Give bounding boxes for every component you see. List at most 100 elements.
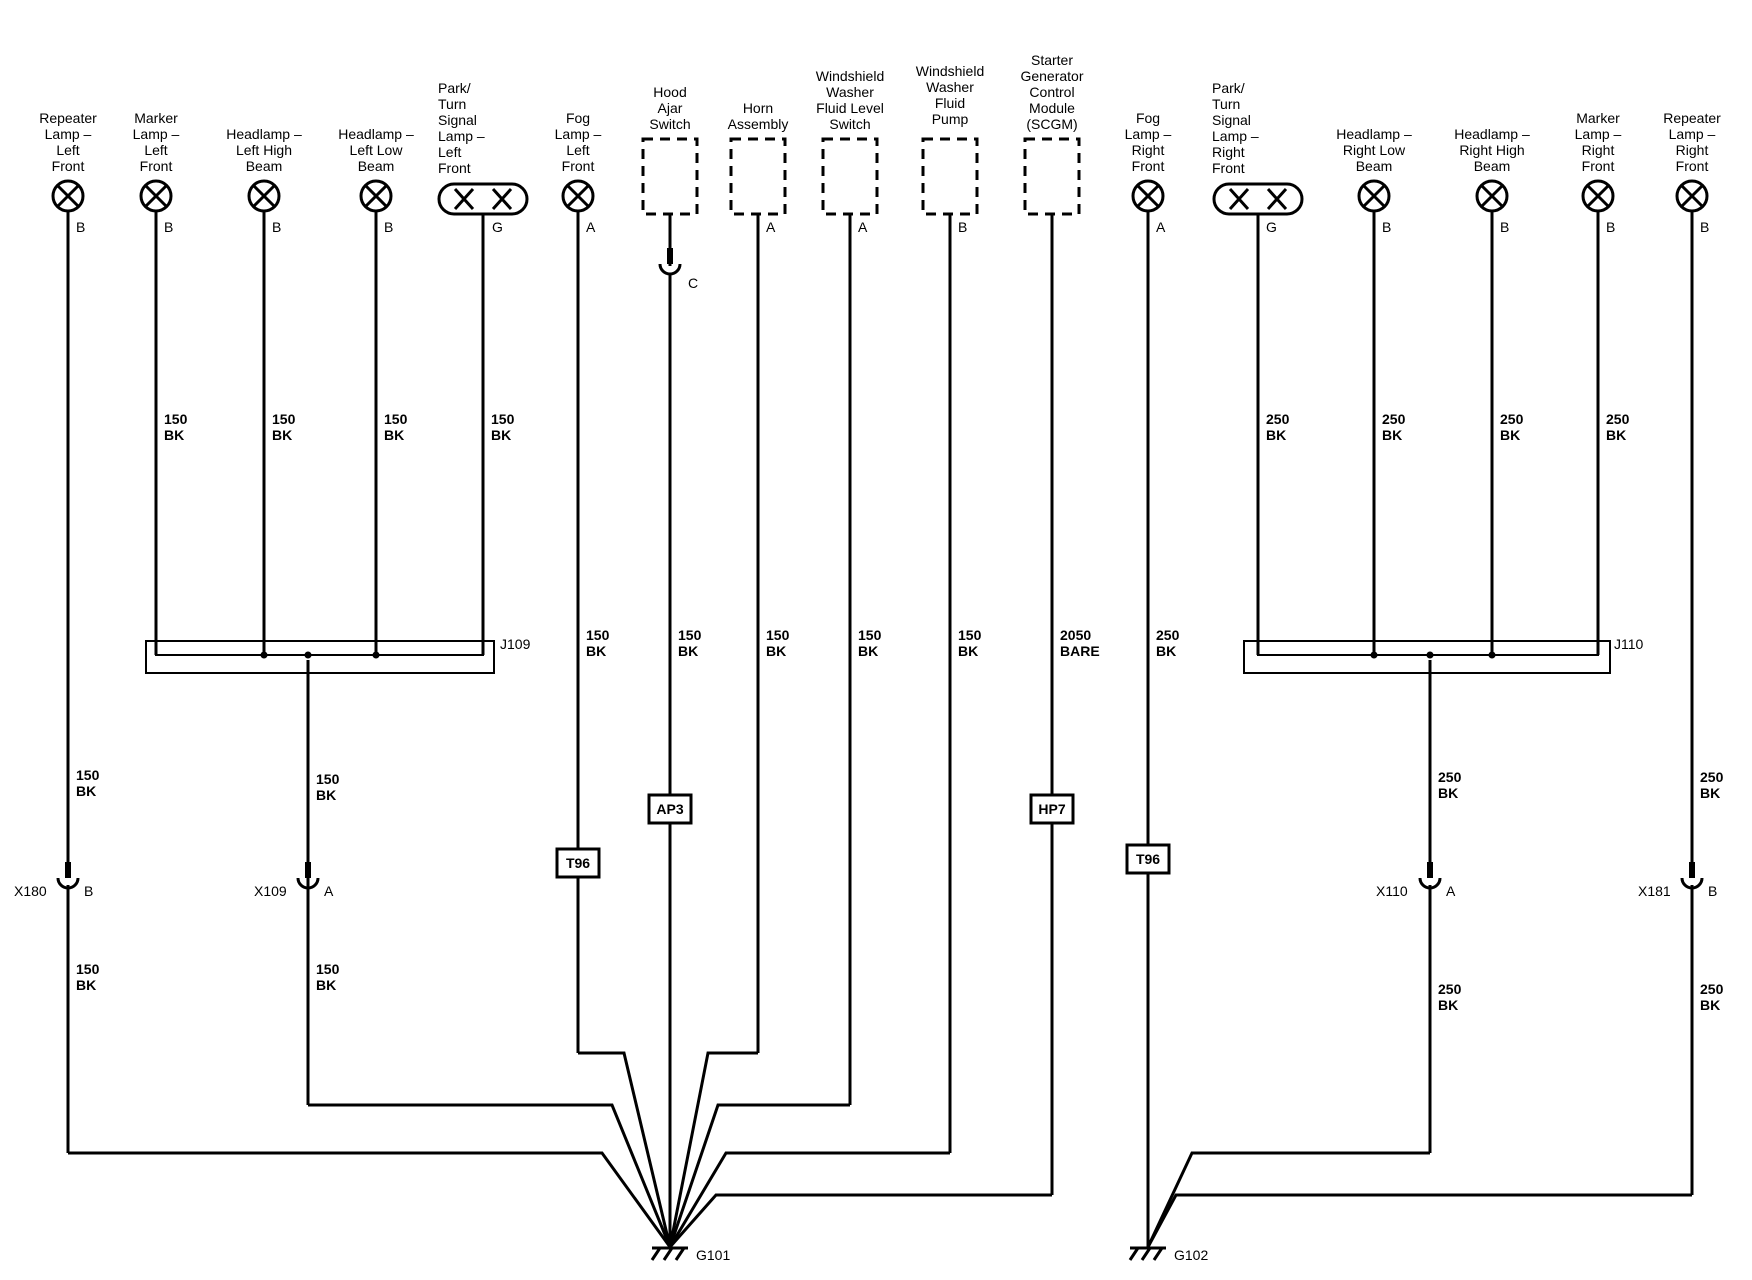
connector-pin: B	[84, 883, 93, 899]
pin-label: A	[586, 219, 596, 235]
wire	[1146, 1193, 1692, 1248]
inline-box-hp7: HP7	[1029, 793, 1075, 825]
ground-g101: G101	[650, 1246, 730, 1263]
svg-text:HP7: HP7	[1038, 801, 1065, 817]
pin-label: B	[384, 219, 393, 235]
pin-label: A	[766, 219, 776, 235]
bulb-icon	[1475, 179, 1509, 213]
pin-label: A	[1156, 219, 1166, 235]
bulb-icon	[1131, 179, 1165, 213]
wire	[1146, 1151, 1430, 1248]
svg-text:T96: T96	[566, 855, 590, 871]
connector-cup-icon	[296, 862, 320, 890]
connector-label: X181	[1638, 883, 1671, 899]
connector-label: X110	[1376, 883, 1408, 899]
wires	[66, 211, 1694, 1248]
pin-label: G	[492, 219, 503, 235]
dashed-component-box	[729, 137, 787, 216]
connector-label: X180	[14, 883, 47, 899]
pin-label: B	[164, 219, 173, 235]
pin-labels: B B B B G A C A A B A G B B B B	[76, 219, 1709, 291]
connector-pin: A	[324, 883, 334, 899]
bulb-icon	[1675, 179, 1709, 213]
splice-j109: J109	[145, 636, 531, 674]
bulb-icon	[359, 179, 393, 213]
inline-connectors: X180 B X109 A X110 A X181 B	[14, 248, 1717, 899]
ground-g102: G102	[1128, 1246, 1208, 1263]
ground-label: G101	[696, 1247, 730, 1263]
pin-label: A	[858, 219, 868, 235]
inline-box-t96-left: T96	[555, 847, 601, 879]
wire	[668, 1103, 850, 1248]
wire	[668, 1193, 1052, 1248]
wire	[308, 1103, 672, 1248]
connector-pin: B	[1708, 883, 1717, 899]
inline-boxes: T96 AP3 HP7 T96	[555, 793, 1171, 879]
wire	[668, 1151, 950, 1248]
wire	[68, 1151, 672, 1248]
dashed-component-box	[641, 137, 699, 216]
pin-label: B	[272, 219, 281, 235]
splice-label: J110	[1614, 636, 1644, 652]
connector-cup-icon	[1680, 862, 1704, 890]
connector-label: X109	[254, 883, 287, 899]
pin-label: C	[688, 275, 698, 291]
wire	[668, 1051, 758, 1248]
bulb-icon	[1581, 179, 1615, 213]
pin-label: B	[1500, 219, 1509, 235]
splice-label: J109	[500, 636, 531, 652]
dashed-component-box	[821, 137, 879, 216]
ground-icon	[650, 1246, 688, 1261]
connector-cup-icon	[56, 862, 80, 890]
connector-cup-icon	[658, 248, 682, 276]
inline-box-t96-right: T96	[1125, 843, 1171, 875]
svg-text:AP3: AP3	[656, 801, 683, 817]
pin-label: B	[1606, 219, 1615, 235]
dual-bulb-icon	[1212, 182, 1304, 216]
pin-label: G	[1266, 219, 1277, 235]
pin-label: B	[76, 219, 85, 235]
dashed-component-box	[1023, 137, 1081, 216]
bulb-icon	[139, 179, 173, 213]
dual-bulb-icon	[437, 182, 529, 216]
connector-cup-icon	[1418, 862, 1442, 890]
bulb-icon	[247, 179, 281, 213]
bulb-icon	[1357, 179, 1391, 213]
svg-text:T96: T96	[1136, 851, 1160, 867]
